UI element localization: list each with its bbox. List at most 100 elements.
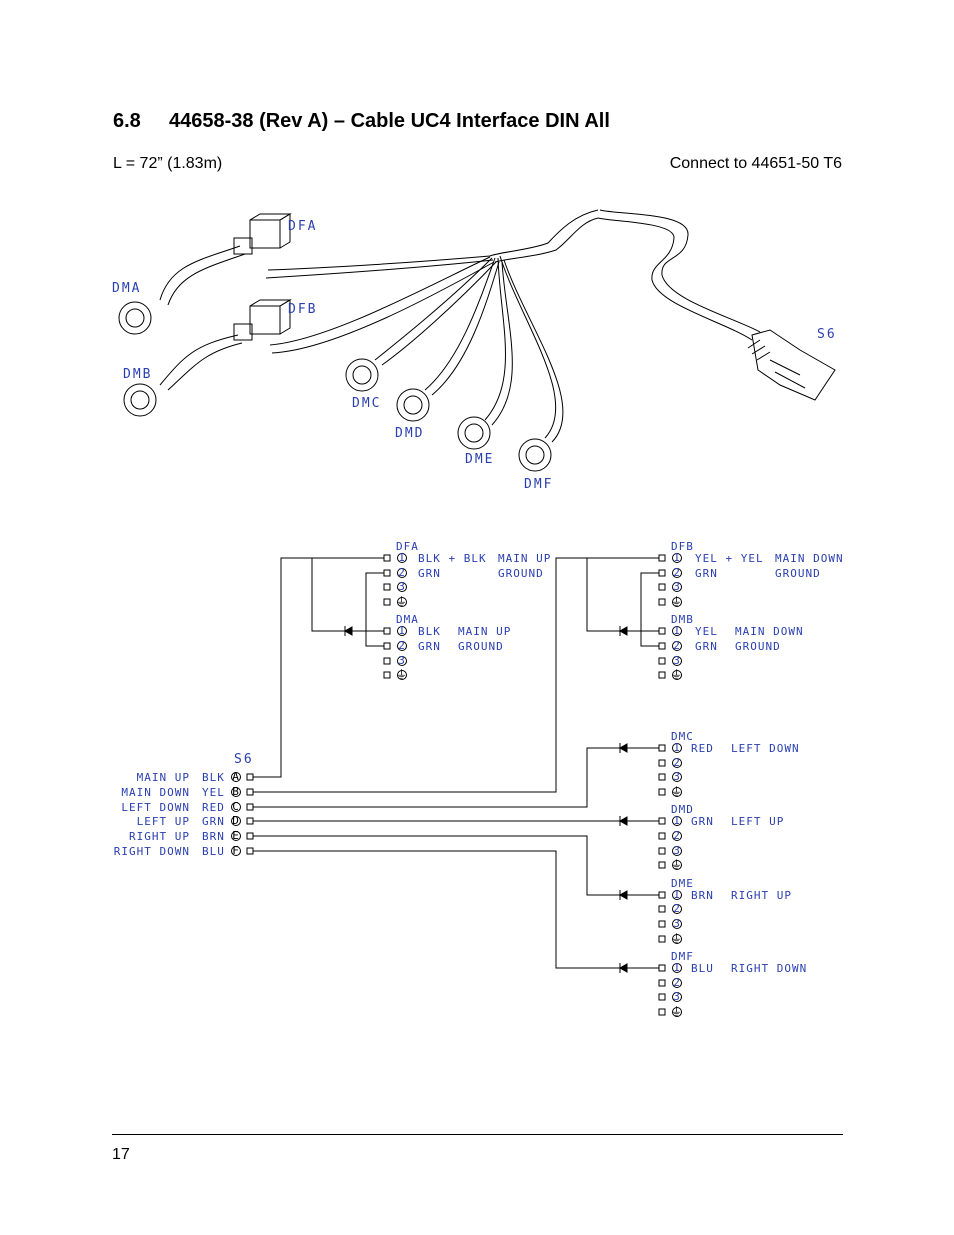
dfb-row2-color: GRN (695, 567, 718, 580)
section-number: 6.8 (113, 110, 141, 132)
dme-pin-2: 2 (673, 902, 681, 915)
dmb-pin-3: 3 (673, 654, 681, 667)
dmb-pin-2: 2 (673, 639, 681, 652)
dfb-pin-2: 2 (673, 566, 681, 579)
dmb-row2-func: GROUND (735, 640, 781, 653)
dmc-row1-func: LEFT DOWN (731, 742, 800, 755)
s6-func-f: RIGHT DOWN (114, 845, 190, 858)
s6-pin-b: B (232, 785, 240, 798)
dfa-pin-3: 3 (398, 580, 406, 593)
dmd-pin-3: 3 (673, 844, 681, 857)
dfb-row1-color: YEL + YEL (695, 552, 764, 565)
s6-color-f: BLU (202, 845, 225, 858)
s6-pin-c: C (232, 800, 240, 813)
s6-func-b: MAIN DOWN (121, 786, 190, 799)
label-s6: S6 (817, 327, 837, 342)
dfa-row2-func: GROUND (498, 567, 544, 580)
s6-header: S6 (234, 752, 254, 767)
dmd-pin-2: 2 (673, 829, 681, 842)
dfb-name: DFB (671, 540, 694, 553)
s6-func-c: LEFT DOWN (121, 801, 190, 814)
dfa-pin-1: 1 (398, 551, 406, 564)
s6-color-e: BRN (202, 830, 225, 843)
dma-row1-color: BLK (418, 625, 441, 638)
dfa-row1-color: BLK + BLK (418, 552, 487, 565)
dmc-pin-3: 3 (673, 770, 681, 783)
dmc-row1-color: RED (691, 742, 714, 755)
section-heading: 6.8 44658-38 (Rev A) – Cable UC4 Interfac… (113, 110, 610, 133)
s6-color-d: GRN (202, 815, 225, 828)
dfb-row2-func: GROUND (775, 567, 821, 580)
footer-divider (112, 1134, 843, 1135)
dfa-row1-func: MAIN UP (498, 552, 551, 565)
s6-pin-e: E (232, 829, 240, 842)
s6-func-d: LEFT UP (137, 815, 190, 828)
dmc-pin-2: 2 (673, 756, 681, 769)
dma-pin-1: 1 (398, 624, 406, 637)
dma-row2-color: GRN (418, 640, 441, 653)
dmd-name: DMD (671, 803, 694, 816)
dma-pin-ground: ⏚ (396, 668, 408, 681)
dmf-pin-3: 3 (673, 990, 681, 1003)
dmd-row1-func: LEFT UP (731, 815, 784, 828)
label-dfb: DFB (288, 302, 317, 317)
dma-row2-func: GROUND (458, 640, 504, 653)
dmd-pin-ground: ⏚ (671, 858, 683, 871)
dme-pin-3: 3 (673, 917, 681, 930)
dmf-name: DMF (671, 950, 694, 963)
dma-name: DMA (396, 613, 419, 626)
dmc-name: DMC (671, 730, 694, 743)
dmf-row1-func: RIGHT DOWN (731, 962, 807, 975)
dme-pin-1: 1 (673, 888, 681, 901)
label-dmc: DMC (352, 396, 381, 411)
dme-row1-color: BRN (691, 889, 714, 902)
dmf-pin-2: 2 (673, 976, 681, 989)
dmb-pin-ground: ⏚ (671, 668, 683, 681)
dmd-row1-color: GRN (691, 815, 714, 828)
cable-length: L = 72” (1.83m) (113, 155, 223, 172)
dfa-name: DFA (396, 540, 419, 553)
dme-pin-ground: ⏚ (671, 932, 683, 945)
dfa-pin-ground: ⏚ (396, 595, 408, 608)
dme-row1-func: RIGHT UP (731, 889, 792, 902)
label-dmf: DMF (524, 477, 553, 492)
s6-pin-d: D (232, 814, 240, 827)
dme-name: DME (671, 877, 694, 890)
dma-pin-3: 3 (398, 654, 406, 667)
dma-pin-2: 2 (398, 639, 406, 652)
dmc-pin-1: 1 (673, 741, 681, 754)
label-dmd: DMD (395, 426, 424, 441)
dmf-pin-ground: ⏚ (671, 1005, 683, 1018)
dmb-name: DMB (671, 613, 694, 626)
dfa-row2-color: GRN (418, 567, 441, 580)
dmc-pin-ground: ⏚ (671, 785, 683, 798)
dmb-row2-color: GRN (695, 640, 718, 653)
dmb-row1-color: YEL (695, 625, 718, 638)
s6-color-c: RED (202, 801, 225, 814)
dmd-pin-1: 1 (673, 814, 681, 827)
dmf-row1-color: BLU (691, 962, 714, 975)
dfb-pin-1: 1 (673, 551, 681, 564)
dmb-pin-1: 1 (673, 624, 681, 637)
dmb-row1-func: MAIN DOWN (735, 625, 804, 638)
dmf-pin-1: 1 (673, 961, 681, 974)
s6-color-a: BLK (202, 771, 225, 784)
label-dma: DMA (112, 281, 141, 296)
label-dmb: DMB (123, 367, 152, 382)
connect-to-note: Connect to 44651-50 T6 (669, 155, 842, 172)
s6-color-b: YEL (202, 786, 225, 799)
label-dme: DME (465, 452, 494, 467)
dfb-row1-func: MAIN DOWN (775, 552, 844, 565)
s6-pin-f: F (232, 844, 240, 857)
s6-pin-a: A (232, 770, 240, 783)
label-dfa: DFA (288, 219, 317, 234)
section-title: 44658-38 (Rev A) – Cable UC4 Interface D… (169, 110, 610, 132)
dfa-pin-2: 2 (398, 566, 406, 579)
s6-func-e: RIGHT UP (129, 830, 190, 843)
dfb-pin-ground: ⏚ (671, 595, 683, 608)
s6-func-a: MAIN UP (137, 771, 190, 784)
page-number: 17 (112, 1146, 130, 1163)
dma-row1-func: MAIN UP (458, 625, 511, 638)
